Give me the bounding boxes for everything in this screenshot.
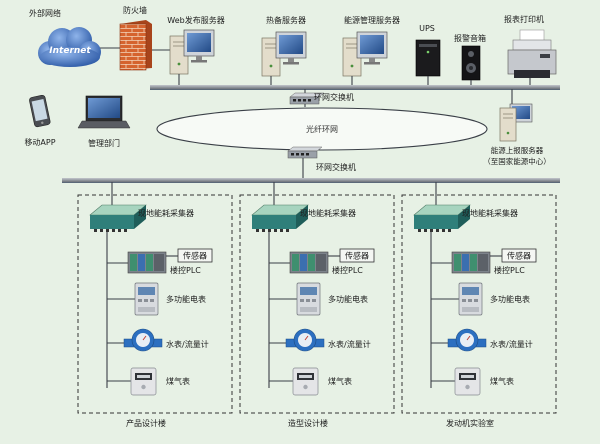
report-server-label-line1: 能源上报服务器 (491, 145, 544, 155)
collector-device-icon (89, 204, 147, 232)
building-caption: 造型设计楼 (288, 418, 328, 428)
fiber-ring: 光纤环网 (156, 107, 488, 151)
gas-meter-label: 煤气表 (166, 376, 190, 386)
fiber-ring-label: 光纤环网 (306, 124, 338, 134)
external-network-label: 外部网络 (29, 8, 61, 18)
standby-server-icon (261, 31, 307, 77)
alarm-speaker-icon (461, 45, 481, 81)
collector-label: 现地能耗采集器 (462, 208, 518, 218)
collector-device-icon (251, 204, 309, 232)
internet-cloud-icon: Internet (38, 27, 101, 67)
building-caption: 产品设计楼 (126, 418, 166, 428)
electric-meter-label: 多功能电表 (490, 294, 530, 304)
mobile-phone-icon (29, 94, 51, 128)
plc-icon (127, 251, 167, 274)
energy-server-label: 能源管理服务器 (344, 15, 400, 25)
electric-meter-icon (134, 282, 159, 316)
electric-meter-icon (458, 282, 483, 316)
laptop-icon (77, 95, 131, 129)
plc-icon (451, 251, 491, 274)
building-box-1: 现地能耗采集器 传感器 楼控PLC 多功能电表 (77, 182, 233, 428)
ups-icon (415, 39, 441, 77)
water-meter-icon (285, 328, 325, 352)
standby-server-label: 热备服务器 (266, 15, 306, 25)
electric-meter-label: 多功能电表 (166, 294, 206, 304)
sensor-box (339, 248, 375, 263)
gas-meter-icon (454, 367, 481, 396)
gas-meter-icon (130, 367, 157, 396)
internet-label: Internet (49, 46, 91, 56)
electric-meter-label: 多功能电表 (328, 294, 368, 304)
building-caption: 发动机实验室 (446, 418, 494, 428)
building-dashed-border (77, 194, 233, 414)
ring-switch-top-icon (289, 92, 325, 105)
water-meter-label: 水表/流量计 (328, 339, 371, 349)
web-server-label: Web发布服务器 (167, 15, 224, 25)
report-server-label-line2: （至国家能源中心） (483, 156, 551, 166)
alarm-speaker-label: 报警音箱 (454, 33, 486, 43)
web-server-icon (169, 29, 215, 75)
sensor-label: 传感器 (183, 251, 207, 261)
report-server-icon (499, 103, 533, 142)
bottom-network-bus (62, 178, 560, 183)
water-meter-icon (123, 328, 163, 352)
water-meter-label: 水表/流量计 (166, 339, 209, 349)
ring-switch-top-label: 环网交换机 (314, 92, 354, 102)
sensor-box (501, 248, 537, 263)
water-meter-label: 水表/流量计 (490, 339, 533, 349)
sensor-box (177, 248, 213, 263)
report-printer-label: 报表打印机 (504, 14, 544, 24)
collector-device-icon (413, 204, 471, 232)
building-dashed-border (401, 194, 557, 414)
gas-meter-icon (292, 367, 319, 396)
ring-switch-bottom-label: 环网交换机 (316, 162, 356, 172)
sensor-label: 传感器 (345, 251, 369, 261)
building-dashed-border (239, 194, 395, 414)
gas-meter-label: 煤气表 (328, 376, 352, 386)
building-box-2: 现地能耗采集器 传感器 楼控PLC 多功能电表 (239, 182, 395, 428)
plc-icon (289, 251, 329, 274)
ring-switch-bottom-icon (287, 146, 323, 159)
ups-label: UPS (419, 24, 435, 33)
gas-meter-label: 煤气表 (490, 376, 514, 386)
plc-label: 楼控PLC (494, 265, 525, 275)
firewall-label: 防火墙 (123, 5, 147, 15)
plc-label: 楼控PLC (332, 265, 363, 275)
firewall-icon (119, 20, 152, 71)
energy-server-icon (342, 31, 388, 77)
report-printer-icon (507, 29, 557, 78)
management-label: 管理部门 (88, 138, 120, 148)
top-network-bus (150, 85, 560, 90)
water-meter-icon (447, 328, 487, 352)
mobile-app-label: 移动APP (24, 137, 55, 147)
building-box-3: 现地能耗采集器 传感器 楼控PLC 多功能电表 (401, 182, 557, 428)
plc-label: 楼控PLC (170, 265, 201, 275)
collector-label: 现地能耗采集器 (138, 208, 194, 218)
sensor-label: 传感器 (507, 251, 531, 261)
collector-label: 现地能耗采集器 (300, 208, 356, 218)
electric-meter-icon (296, 282, 321, 316)
